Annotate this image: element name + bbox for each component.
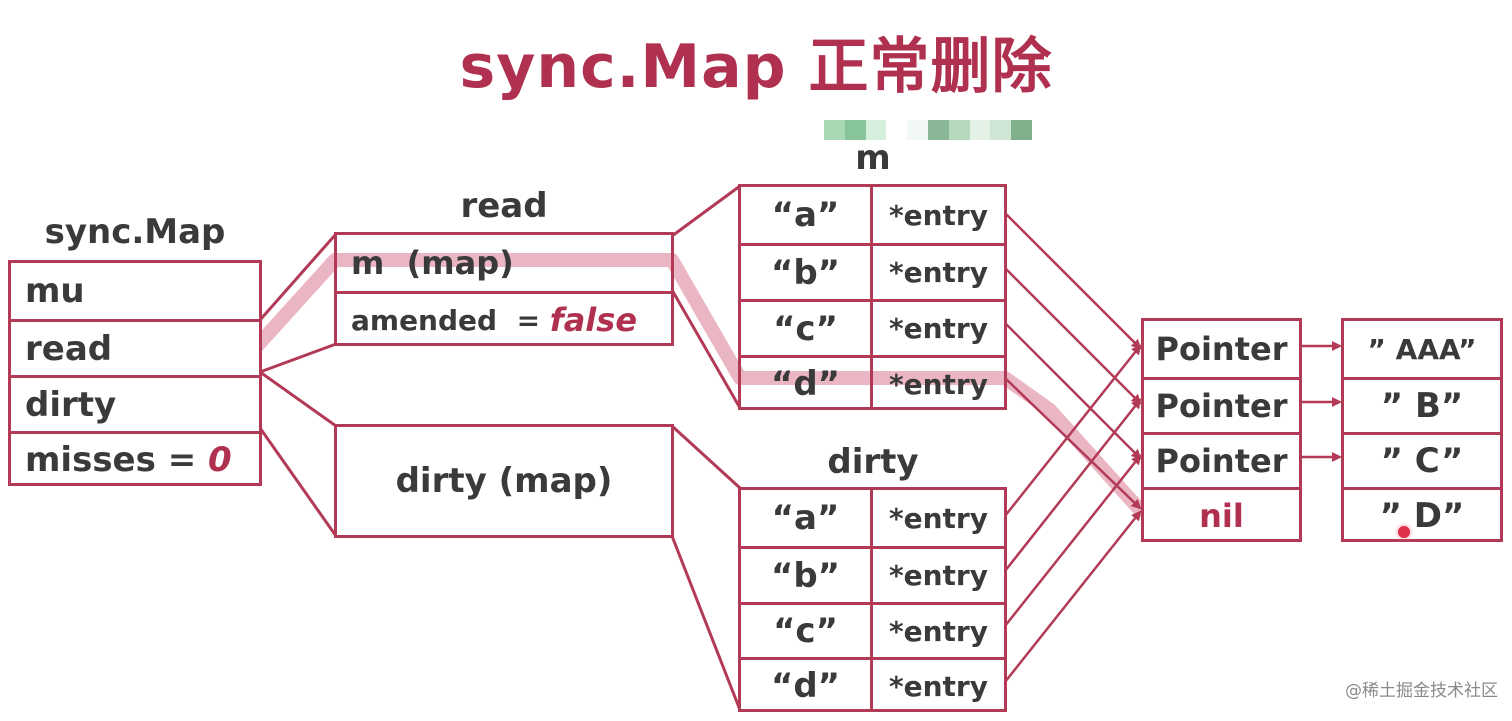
- fan-dirtymap-bottom: [670, 535, 742, 711]
- m-map-row: “b” *entry: [741, 243, 1004, 299]
- pointer-cell: Pointer: [1144, 377, 1299, 432]
- pointer-column: Pointer Pointer Pointer nil: [1141, 318, 1302, 542]
- syncmap-field-misses: misses = 0: [11, 431, 259, 486]
- m-map-label: m: [855, 138, 891, 178]
- fan-m-bottom: [670, 289, 742, 409]
- m-map-row: “d” *entry: [741, 355, 1004, 410]
- fan-m-top: [671, 184, 741, 238]
- arrow-dirty-c: [1004, 454, 1142, 627]
- dirty-map-box: dirty (map): [334, 424, 674, 538]
- syncmap-label: sync.Map: [44, 212, 226, 252]
- arrow-m-b: [1004, 267, 1142, 405]
- value-column: ” AAA” ” B” ” C” ” D”: [1341, 318, 1503, 542]
- dirty-map-row: “a” *entry: [741, 490, 1004, 546]
- amended-value: false: [549, 301, 638, 339]
- arrow-dirty-b: [1004, 398, 1142, 572]
- fan-dirtymap-top: [670, 424, 742, 490]
- misses-value: 0: [208, 440, 232, 480]
- dirty-map-table: “a” *entry “b” *entry “c” *entry “d” *en…: [738, 487, 1007, 712]
- read-struct: m (map) amended = false: [334, 232, 674, 346]
- pointer-cell: Pointer: [1144, 432, 1299, 487]
- fan-dirty-top: [259, 370, 337, 428]
- dirty-map-row: “d” *entry: [741, 657, 1004, 712]
- read-label: read: [460, 186, 548, 226]
- fan-dirty-bottom: [258, 427, 338, 537]
- value-cell: ” B”: [1344, 377, 1500, 432]
- read-field-amended: amended = false: [337, 291, 671, 346]
- syncmap-field-dirty: dirty: [11, 375, 259, 431]
- syncmap-struct: mu read dirty misses = 0: [8, 260, 262, 486]
- diagram-title: sync.Map 正常删除: [459, 32, 1053, 102]
- dirty-map-row: “b” *entry: [741, 546, 1004, 602]
- m-map-table: “a” *entry “b” *entry “c” *entry “d” *en…: [738, 184, 1007, 410]
- pointer-cell-nil: nil: [1144, 487, 1299, 542]
- dirty-map-label: dirty: [827, 442, 919, 482]
- arrow-dirty-d: [1004, 510, 1142, 683]
- pointer-cursor-dot: [1398, 526, 1410, 538]
- arrow-m-c: [1004, 322, 1142, 460]
- value-cell: ” AAA”: [1367, 332, 1477, 366]
- value-cell: ” C”: [1344, 432, 1500, 487]
- watermark: @稀土掘金技术社区: [1345, 681, 1498, 701]
- fan-read-bottom: [259, 342, 337, 374]
- arrow-m-a: [1004, 212, 1142, 350]
- read-field-m: m (map): [351, 244, 514, 282]
- blurred-text: [824, 120, 1032, 140]
- m-map-row: “a” *entry: [741, 187, 1004, 243]
- fan-read-top: [258, 233, 338, 321]
- syncmap-field-read: read: [11, 319, 259, 375]
- dirty-map-row: “c” *entry: [741, 602, 1004, 657]
- value-cell: ” D”: [1344, 487, 1500, 542]
- m-map-row: “c” *entry: [741, 299, 1004, 355]
- pointer-cell: Pointer: [1155, 330, 1288, 368]
- syncmap-field-mu: mu: [25, 271, 85, 311]
- arrow-dirty-a: [1004, 344, 1142, 517]
